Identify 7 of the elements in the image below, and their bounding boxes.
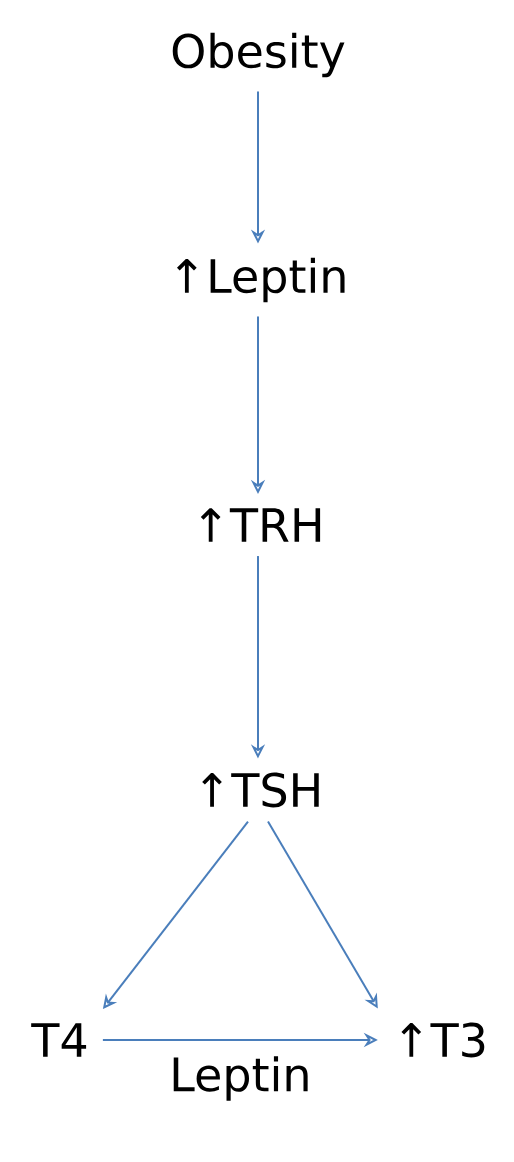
node-text: ↑Leptin (177, 257, 345, 303)
node-text: T4 (31, 1023, 87, 1057)
node-text: Obesity (172, 32, 345, 78)
edge-label: Leptin (173, 1056, 308, 1101)
node-text: ↑T3 (401, 1022, 485, 1058)
node-text: ↑TSH (202, 772, 319, 808)
node-text: ↑TRH (200, 508, 321, 542)
